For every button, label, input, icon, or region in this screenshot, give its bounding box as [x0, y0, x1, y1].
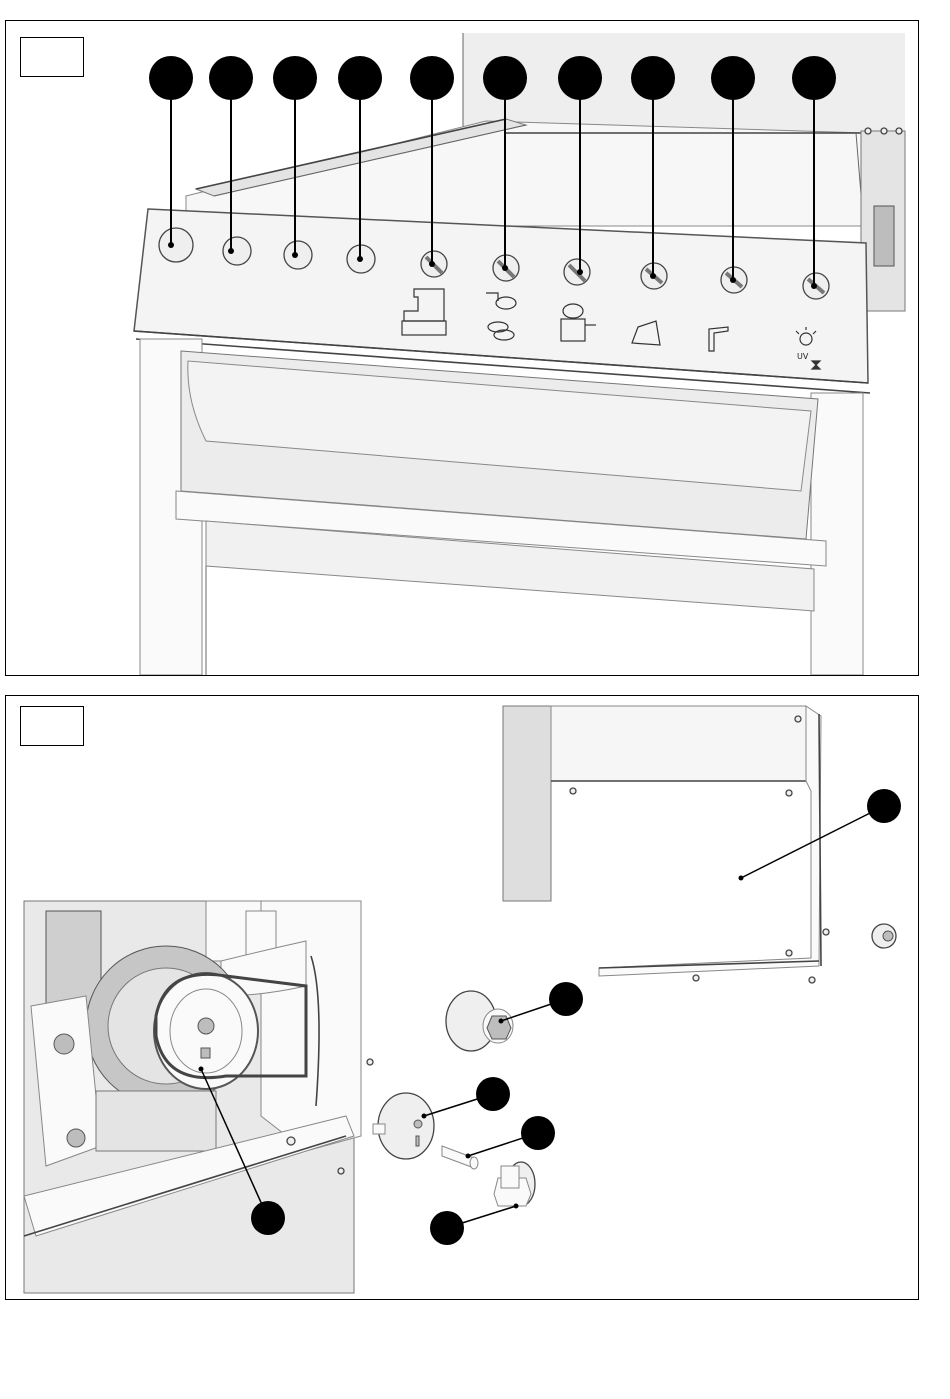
callout-top-4: [338, 56, 382, 100]
callout-top-1: [149, 56, 193, 100]
side-cover-panel: [503, 706, 896, 983]
cabinet-background: [463, 33, 905, 133]
bolt-with-washer: [494, 1162, 535, 1206]
callout-bottom-1: [867, 789, 901, 823]
machine-interior: [24, 901, 361, 1293]
callout-bottom-4: [521, 1116, 555, 1150]
callout-bottom-2: [549, 982, 583, 1016]
callout-top-3: [273, 56, 317, 100]
figure-bottom-panel: [5, 695, 919, 1300]
figure-top-illustration: UV: [6, 21, 918, 675]
callout-top-6: [483, 56, 527, 100]
callout-top-8: [631, 56, 675, 100]
machine-frame: [140, 339, 863, 675]
callout-top-10: [792, 56, 836, 100]
figure-bottom-illustration: [6, 696, 918, 1299]
uv-label: UV: [797, 352, 809, 361]
callout-top-5: [410, 56, 454, 100]
knob-1[interactable]: [159, 228, 193, 262]
knob-2[interactable]: [223, 237, 251, 265]
callout-top-2: [209, 56, 253, 100]
callout-bottom-3: [476, 1077, 510, 1111]
callout-top-9: [711, 56, 755, 100]
cam-disc: [373, 1093, 434, 1159]
pin: [442, 1146, 478, 1169]
figure-top-panel: UV: [5, 20, 919, 676]
callout-bottom-5: [430, 1211, 464, 1245]
callout-top-7: [558, 56, 602, 100]
callout-bottom-6: [251, 1201, 285, 1235]
callouts-top: [149, 56, 836, 100]
side-hub: [872, 924, 896, 948]
